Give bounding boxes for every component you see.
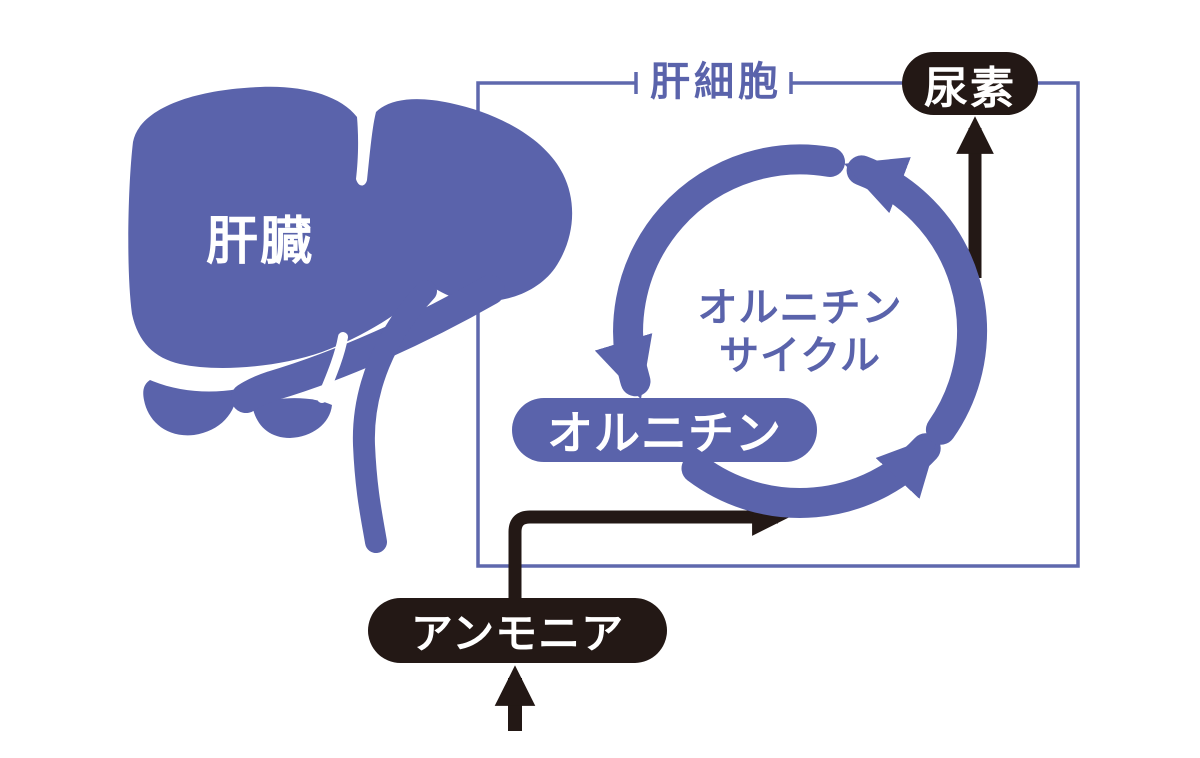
liver-label: 肝臓 xyxy=(205,213,314,271)
cycle-label: オルニチン サイクル xyxy=(655,284,945,380)
ammonia-pill: アンモニア xyxy=(368,598,667,663)
cycle-label-line1: オルニチン xyxy=(697,286,903,330)
liver-vessel-fork-gap xyxy=(317,332,348,403)
liver-quadrate-lobe xyxy=(252,398,332,438)
ornithine-pill-label: オルニチン xyxy=(547,407,782,459)
cycle-arc-top-left xyxy=(594,144,845,400)
urea-pill-label: 尿素 xyxy=(924,63,1016,113)
liver-lower-left-lobe xyxy=(143,380,238,436)
liver-vessel-tail xyxy=(352,280,437,553)
hepatocyte-label: 肝細胞 xyxy=(650,60,782,104)
ammonia-pill-label: アンモニア xyxy=(410,610,625,657)
cycle-arc-bottom xyxy=(681,433,941,518)
cycle-arrows xyxy=(594,144,988,518)
cycle-arc-right xyxy=(844,155,988,445)
ornithine-pill: オルニチン xyxy=(512,398,817,462)
liver-illustration xyxy=(128,86,573,553)
ammonia-to-cycle-arrow xyxy=(508,498,790,602)
cycle-label-line2: サイクル xyxy=(719,334,881,378)
urea-pill: 尿素 xyxy=(902,52,1038,115)
liver-portal-branch xyxy=(231,275,505,413)
